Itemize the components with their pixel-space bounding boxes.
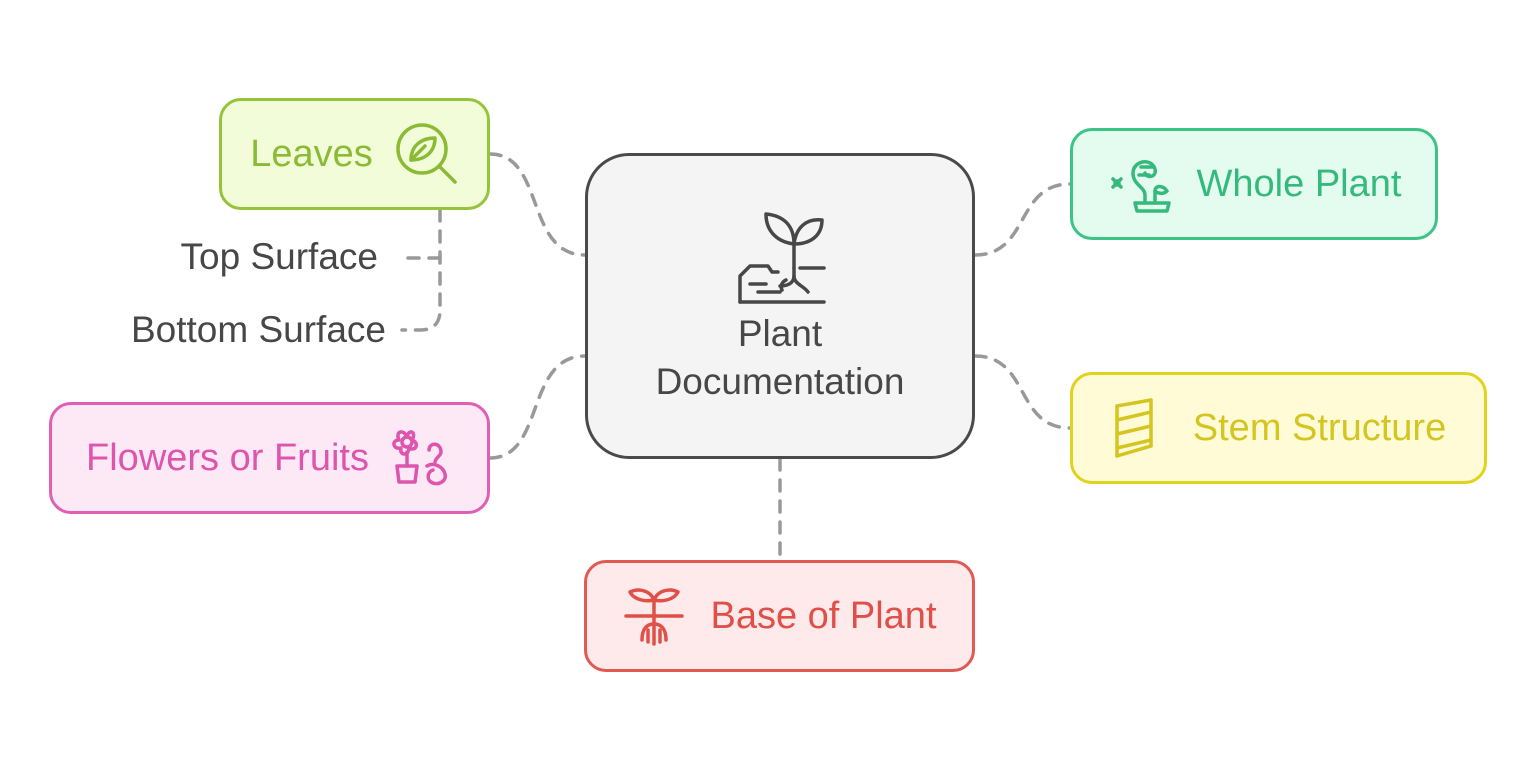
leaves-child-bottom-surface: Bottom Surface — [130, 309, 386, 350]
connector-leaves-children — [400, 208, 442, 332]
stem-structure-node: Stem Structure — [1070, 372, 1487, 484]
leaves-node: Leaves — [219, 98, 490, 210]
connector-flowers — [488, 354, 587, 460]
connector-stem — [973, 354, 1072, 430]
center-node: Plant Documentation — [585, 153, 975, 459]
connector-leaves — [488, 152, 587, 257]
potted-plant-sparkle-icon — [1110, 160, 1171, 213]
base-of-plant-label: Base of Plant — [710, 594, 937, 637]
whole-plant-node: Whole Plant — [1070, 128, 1438, 240]
sprout-roots-icon — [624, 588, 685, 646]
plant-soil-roots-icon — [738, 212, 826, 304]
flowers-fruits-node: Flowers or Fruits — [49, 402, 490, 514]
whole-plant-label: Whole Plant — [1196, 162, 1402, 205]
flower-pot-icon — [392, 430, 447, 486]
connector-whole-plant — [973, 182, 1072, 257]
leaves-label: Leaves — [250, 132, 373, 175]
flowers-fruits-label: Flowers or Fruits — [86, 436, 369, 479]
leaves-child-top-surface: Top Surface — [180, 236, 378, 277]
leaf-magnifier-icon — [396, 123, 457, 184]
center-label: Plant Documentation — [655, 313, 905, 402]
stem-structure-label: Stem Structure — [1192, 406, 1447, 449]
base-of-plant-node: Base of Plant — [584, 560, 975, 672]
stem-layers-icon — [1115, 398, 1153, 458]
